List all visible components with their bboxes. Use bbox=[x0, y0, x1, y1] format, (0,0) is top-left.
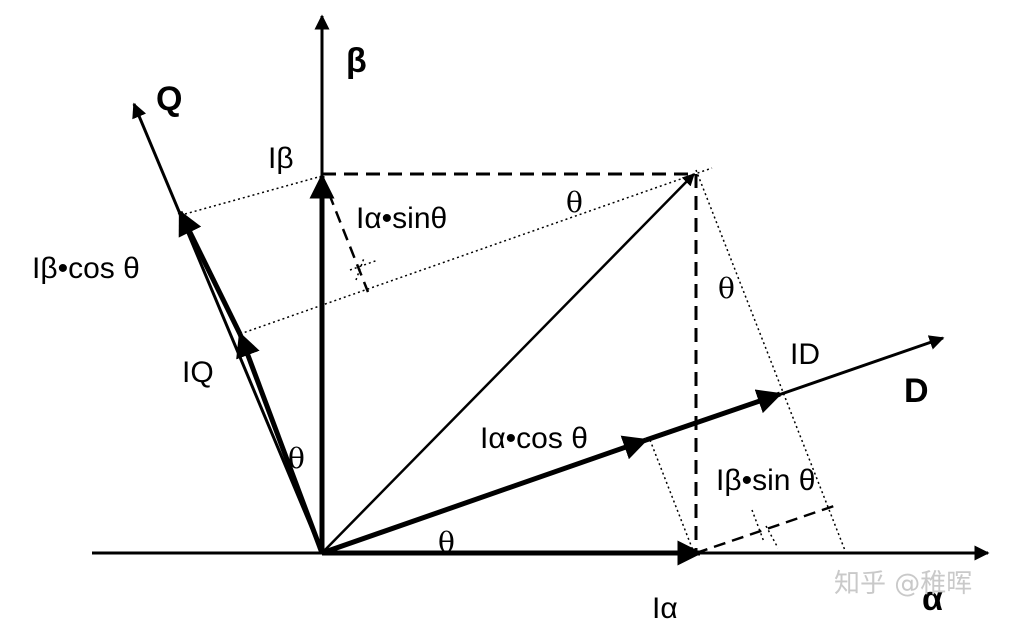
theta-label-top: θ bbox=[566, 186, 583, 219]
dashed-alpha-sin bbox=[320, 175, 370, 293]
dotted-d-alpha bbox=[649, 439, 695, 554]
dotted-q-resultant bbox=[239, 167, 713, 335]
right-angle-tick bbox=[349, 259, 379, 271]
right-angle-tick bbox=[765, 525, 779, 549]
i-alpha-sin-label: Iα•sinθ bbox=[356, 202, 447, 235]
i-beta-label: Iβ bbox=[268, 142, 294, 175]
dotted-d-resultant bbox=[695, 169, 847, 554]
i-d-vector bbox=[645, 389, 783, 443]
right-angle-tick bbox=[355, 257, 365, 281]
dashed-beta-sin bbox=[695, 504, 835, 555]
i-alpha-cos-vector bbox=[321, 435, 649, 556]
i-alpha-cos-label: Iα•cos θ bbox=[480, 422, 588, 455]
resultant-vector bbox=[321, 173, 695, 554]
alpha-axis-label: α bbox=[922, 580, 943, 618]
i-q-label: IQ bbox=[182, 356, 214, 389]
watermark-text: 知乎 @稚晖 bbox=[834, 569, 972, 599]
i-q-vector bbox=[236, 331, 325, 554]
i-beta-sin-label: Iβ•sin θ bbox=[716, 464, 815, 497]
q-axis-label: Q bbox=[156, 80, 182, 118]
dotted-q-beta bbox=[184, 175, 323, 215]
q-axis bbox=[132, 102, 324, 554]
theta-label-bottom: θ bbox=[438, 526, 455, 559]
theta-label-q: θ bbox=[288, 442, 305, 475]
i-beta-cos-label: Iβ•cos θ bbox=[32, 252, 140, 285]
i-d-label: ID bbox=[790, 338, 820, 371]
i-alpha-label: Iα bbox=[652, 592, 678, 625]
i-beta-cos-vector bbox=[177, 209, 243, 336]
d-axis-label: D bbox=[904, 372, 929, 410]
beta-axis-label: β bbox=[346, 42, 367, 80]
theta-label-right: θ bbox=[718, 272, 735, 305]
right-angle-tick bbox=[751, 509, 765, 543]
